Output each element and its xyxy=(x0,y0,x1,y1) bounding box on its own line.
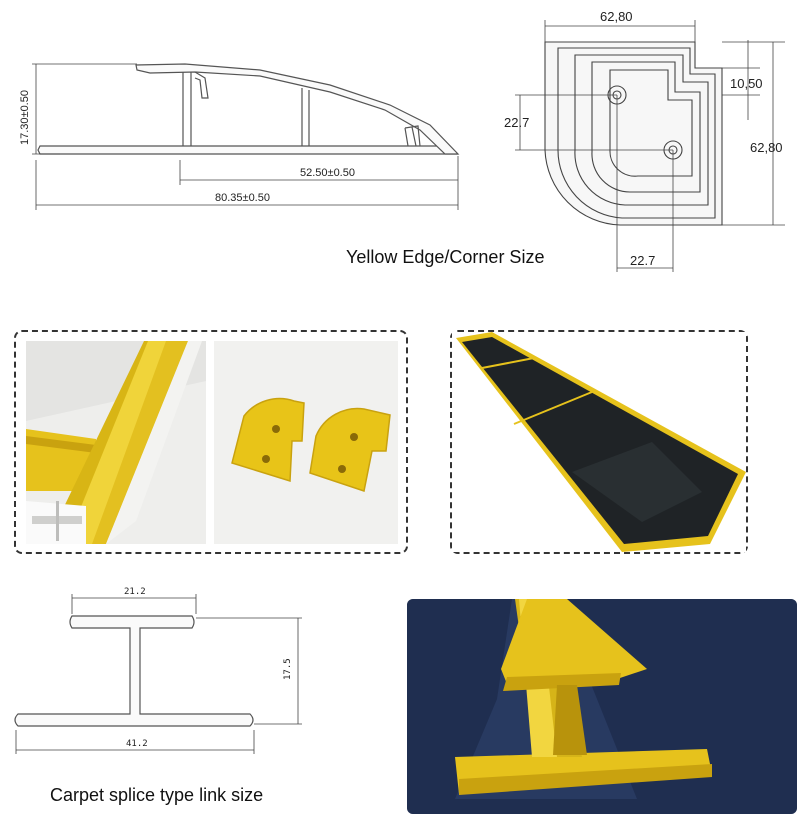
yellow-splice-photo xyxy=(407,599,797,814)
splice-caption: Carpet splice type link size xyxy=(50,785,264,805)
anti-slip-mat-photo xyxy=(452,332,746,552)
splice-top-width-label: 21.2 xyxy=(124,587,146,597)
corner-caption: Yellow Edge/Corner Size xyxy=(346,247,545,267)
profile-photo-panel xyxy=(14,330,408,554)
splice-drawing: 21.2 17.5 41.2 xyxy=(14,587,302,754)
profile-inner-width-label: 52.50±0.50 xyxy=(300,167,355,179)
yellow-profile-photo xyxy=(26,341,206,544)
yellow-corner-photo xyxy=(214,341,398,544)
corner-right-height-label: 62,80 xyxy=(750,140,783,155)
corner-left-offset-label: 22.7 xyxy=(504,115,529,130)
profile-total-width-label: 80.35±0.50 xyxy=(215,192,270,204)
splice-height-label: 17.5 xyxy=(283,658,293,680)
profile-height-label: 17.30±0.50 xyxy=(19,90,31,145)
profile-drawing: 17.30±0.50 52.50±0.50 80.35±0.50 xyxy=(19,63,460,210)
mat-photo-panel xyxy=(450,330,748,554)
corner-bottom-offset-label: 22.7 xyxy=(630,253,655,268)
corner-top-width-label: 62,80 xyxy=(600,9,633,24)
splice-base-width-label: 41.2 xyxy=(126,739,148,749)
corner-drawing: 62,80 10,50 62,80 22.7 22.7 xyxy=(504,9,785,272)
corner-notch-label: 10,50 xyxy=(730,76,763,91)
